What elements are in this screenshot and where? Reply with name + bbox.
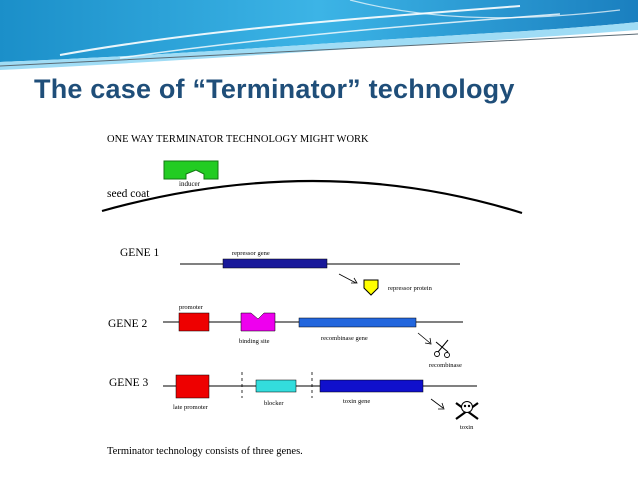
late-promoter-box: [175, 374, 210, 399]
gene1-label: GENE 1: [120, 247, 160, 259]
recombinase-gene-box: [298, 317, 417, 328]
late-promoter-label: late promoter: [173, 404, 209, 411]
gene2-arrow: [417, 332, 431, 344]
figure-caption: Terminator technology consists of three …: [107, 446, 303, 457]
gene2-arrowhead: [424, 337, 432, 345]
header-wave-banner: [0, 0, 638, 70]
figure-panel: [22, 108, 618, 466]
slide-title: The case of “Terminator” technology: [34, 74, 515, 104]
gene3-arrowhead: [438, 402, 445, 410]
recombinase-gene-label: recombinase gene: [321, 335, 368, 342]
gene3-label: GENE 3: [109, 377, 149, 389]
seed-coat-label: seed coat: [107, 188, 150, 200]
inducer-shape: [163, 160, 219, 180]
binding-site-box: [240, 312, 276, 332]
recombinase-label: recombinase: [429, 362, 462, 369]
toxin-label: toxin: [460, 424, 474, 431]
skull-crossbones-icon: [455, 401, 479, 420]
gene1-arrowhead: [351, 277, 358, 284]
repressor-protein-shape: [363, 279, 379, 296]
gene1-arrow: [338, 273, 357, 284]
figure-heading: ONE WAY TERMINATOR TECHNOLOGY MIGHT WORK: [107, 134, 369, 145]
toxin-gene-label: toxin gene: [343, 398, 370, 405]
binding-site-label: binding site: [239, 338, 270, 345]
toxin-gene-box: [319, 379, 424, 393]
gene2-label: GENE 2: [108, 318, 148, 330]
blocker-label: blocker: [264, 400, 284, 407]
seed-coat-curve: [101, 179, 523, 215]
repressor-gene-label: repressor gene: [232, 250, 270, 257]
promoter-box: [178, 312, 210, 332]
blocker-box: [255, 379, 297, 393]
repressor-gene-box: [222, 258, 328, 269]
inducer-label: inducer: [179, 180, 201, 188]
gene3-arrow: [430, 398, 444, 409]
scissors-icon: [434, 339, 450, 358]
promoter-label: promoter: [179, 304, 204, 311]
repressor-protein-label: repressor protein: [388, 285, 433, 292]
